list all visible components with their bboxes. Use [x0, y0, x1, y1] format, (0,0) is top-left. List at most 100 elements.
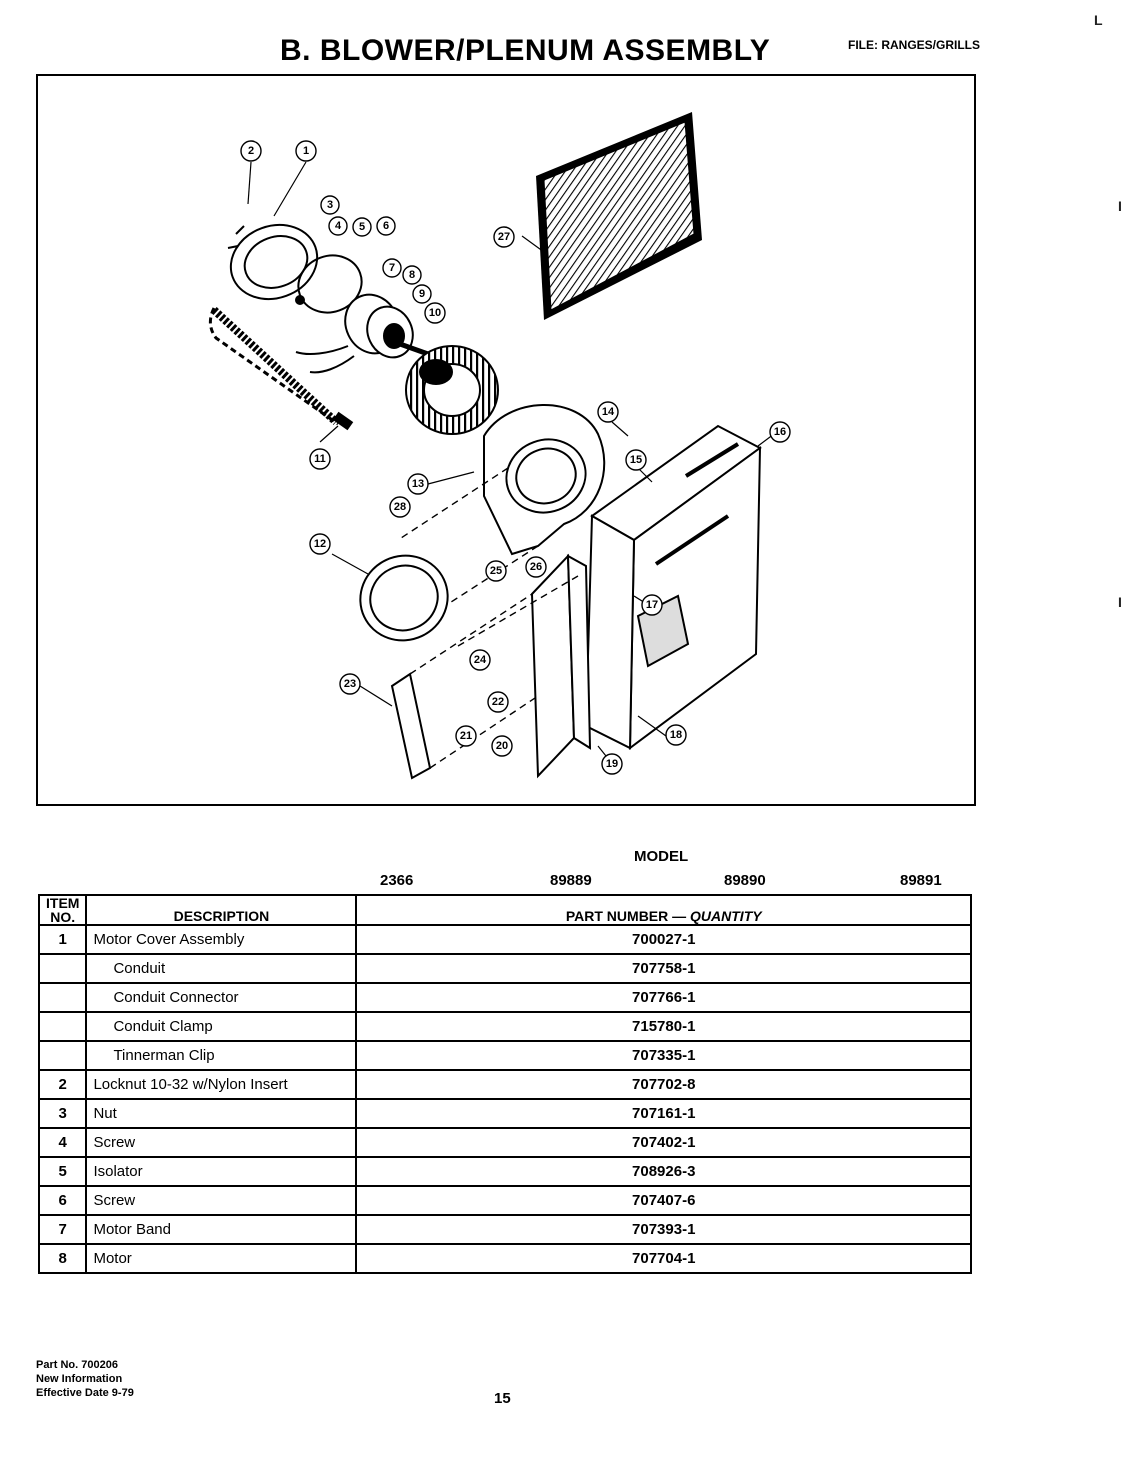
svg-text:10: 10 — [429, 307, 441, 319]
callout-22: 22 — [487, 691, 509, 713]
svg-text:12: 12 — [314, 538, 326, 550]
description-cell: Screw — [85, 1127, 358, 1158]
part-number-cell: 707758-1 — [355, 953, 972, 984]
svg-text:4: 4 — [335, 220, 342, 232]
callout-19: 19 — [601, 753, 623, 775]
callout-14: 14 — [597, 401, 619, 423]
svg-text:14: 14 — [602, 406, 615, 418]
description-cell: Locknut 10-32 w/Nylon Insert — [85, 1069, 358, 1100]
part-number-cell: 708926-3 — [355, 1156, 972, 1187]
svg-text:8: 8 — [409, 269, 415, 281]
item-number-cell — [37, 982, 88, 1013]
footer-part-no: Part No. 700206 — [36, 1359, 118, 1371]
exploded-parts-diagram: 1 2 3 4 5 6 7 8 9 10 11 12 13 14 15 16 1… — [36, 74, 976, 806]
item-number-cell: 3 — [37, 1098, 88, 1129]
callout-23: 23 — [339, 673, 361, 695]
svg-text:24: 24 — [474, 654, 487, 666]
callout-3: 3 — [320, 195, 340, 215]
callout-1: 1 — [295, 140, 317, 162]
conduit — [208, 307, 354, 431]
part-number-cell: 700027-1 — [355, 924, 972, 955]
description-cell: Screw — [85, 1185, 358, 1216]
part-number-cell: 707161-1 — [355, 1098, 972, 1129]
callout-26: 26 — [525, 556, 547, 578]
diagram-drawing: 1 2 3 4 5 6 7 8 9 10 11 12 13 14 15 16 1… — [208, 112, 791, 780]
model-column-2366: 2366 — [380, 872, 414, 889]
svg-text:7: 7 — [389, 262, 395, 274]
blower-housing — [483, 404, 606, 556]
description-cell: Nut — [85, 1098, 358, 1129]
callout-25: 25 — [485, 560, 507, 582]
svg-text:11: 11 — [314, 453, 326, 465]
description-cell: Motor — [85, 1243, 358, 1274]
svg-text:19: 19 — [606, 758, 618, 770]
assembly-guides — [397, 467, 579, 769]
svg-text:13: 13 — [412, 478, 424, 490]
description-cell: Conduit Clamp — [85, 1011, 358, 1042]
parts-table: ITEM NO. DESCRIPTION PART NUMBER — QUANT… — [37, 894, 972, 1274]
description-cell: Conduit — [85, 953, 358, 984]
footer-new-information: New Information — [36, 1373, 123, 1385]
callout-27: 27 — [493, 226, 515, 248]
motor-cover — [227, 223, 319, 301]
margin-mark-middle: I — [1118, 594, 1122, 610]
part-number-cell: 707335-1 — [355, 1040, 972, 1071]
motor-band — [295, 254, 363, 314]
divider-panel — [530, 553, 592, 779]
table-header-row: ITEM NO. DESCRIPTION PART NUMBER — QUANT… — [37, 894, 972, 926]
description-cell: Motor Band — [85, 1214, 358, 1245]
page-title: B. BLOWER/PLENUM ASSEMBLY — [280, 34, 771, 67]
item-number-cell: 4 — [37, 1127, 88, 1158]
callout-15: 15 — [625, 449, 647, 471]
svg-text:22: 22 — [492, 696, 504, 708]
footer-effective-date: Effective Date 9-79 — [36, 1387, 134, 1399]
description-cell: Isolator — [85, 1156, 358, 1187]
header-separator: — — [672, 908, 687, 924]
callout-20: 20 — [491, 735, 513, 757]
part-number-header-label: PART NUMBER — [565, 908, 669, 924]
item-no-header: ITEM NO. — [37, 894, 88, 926]
item-number-cell — [37, 953, 88, 984]
model-column-89890: 89890 — [724, 872, 766, 889]
part-number-cell: 707766-1 — [355, 982, 972, 1013]
callout-4: 4 — [328, 216, 348, 236]
part-number-cell: 707704-1 — [355, 1243, 972, 1274]
callout-28: 28 — [389, 496, 411, 518]
svg-text:26: 26 — [530, 561, 542, 573]
svg-text:18: 18 — [670, 729, 682, 741]
callout-13: 13 — [407, 473, 429, 495]
svg-text:20: 20 — [496, 740, 508, 752]
quantity-header-label: QUANTITY — [690, 908, 762, 924]
item-number-cell — [37, 1040, 88, 1071]
callout-6: 6 — [376, 216, 396, 236]
item-number-cell: 1 — [37, 924, 88, 955]
callout-8: 8 — [402, 265, 422, 285]
callout-18: 18 — [665, 724, 687, 746]
svg-text:1: 1 — [303, 145, 309, 157]
item-number-cell: 8 — [37, 1243, 88, 1274]
item-number-cell: 2 — [37, 1069, 88, 1100]
svg-text:5: 5 — [359, 221, 365, 233]
svg-text:27: 27 — [498, 231, 510, 243]
callout-16: 16 — [769, 421, 791, 443]
callout-11: 11 — [309, 448, 331, 470]
svg-text:21: 21 — [460, 730, 472, 742]
callout-9: 9 — [412, 284, 432, 304]
part-number-cell: 715780-1 — [355, 1011, 972, 1042]
svg-text:3: 3 — [327, 199, 333, 211]
inlet-ring — [359, 554, 449, 642]
part-number-cell: 707407-6 — [355, 1185, 972, 1216]
model-heading: MODEL — [634, 848, 689, 865]
part-number-cell: 707393-1 — [355, 1214, 972, 1245]
part-number-header: PART NUMBER — QUANTITY — [355, 894, 972, 926]
svg-text:2: 2 — [248, 145, 254, 157]
callout-17: 17 — [641, 594, 663, 616]
description-cell: Tinnerman Clip — [85, 1040, 358, 1071]
filter-grille — [536, 112, 702, 320]
